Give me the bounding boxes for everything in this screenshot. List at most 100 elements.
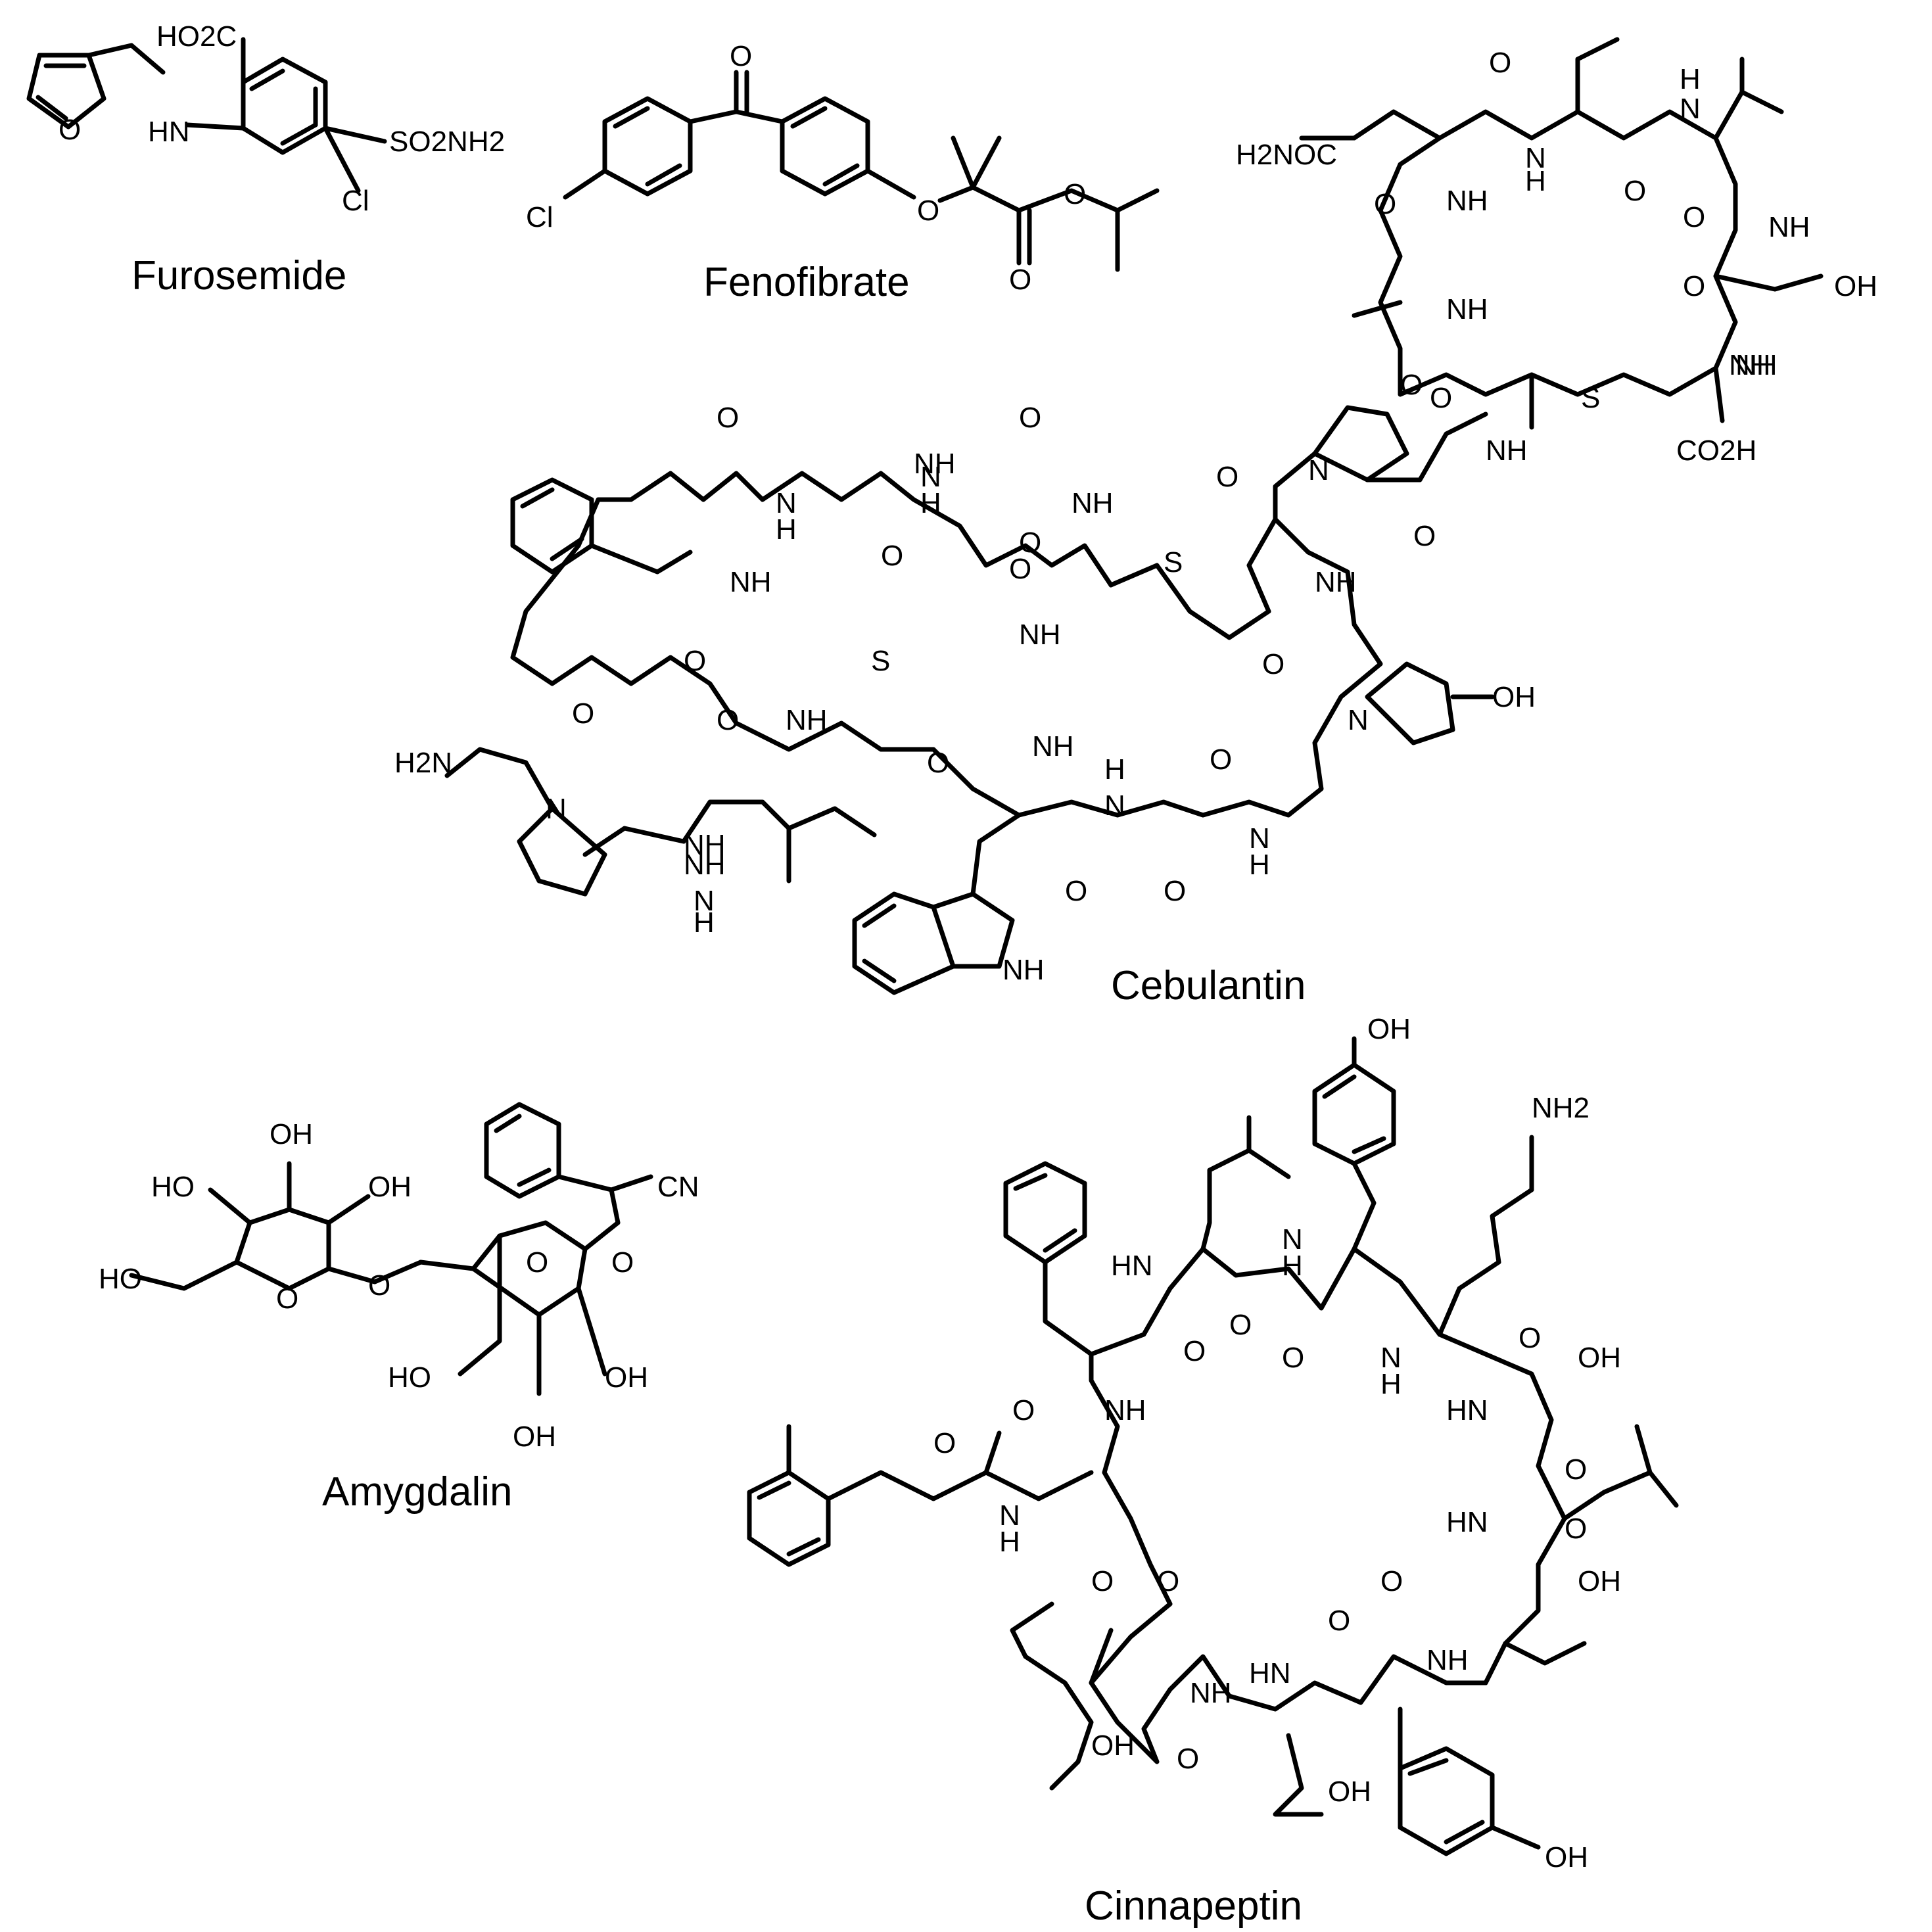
- amygdalin-structure: [129, 1102, 653, 1396]
- compound-caption-cebulantin: Cebulantin: [1111, 963, 1306, 1008]
- atom-label: O: [933, 1427, 956, 1459]
- atom-label: N: [1282, 1223, 1303, 1256]
- atom-label: HO: [99, 1263, 142, 1295]
- atom-label: O: [1328, 1605, 1350, 1637]
- atom-label: O: [1164, 875, 1186, 907]
- atom-label: N: [694, 885, 715, 917]
- atom-label: O: [1282, 1342, 1304, 1374]
- atom-label: OH: [513, 1421, 556, 1453]
- atom-label: H2N: [394, 747, 452, 779]
- atom-label: O: [1683, 270, 1705, 302]
- atom-label: N: [1104, 789, 1125, 822]
- atom-label: O: [1565, 1453, 1587, 1486]
- atom-label: N: [1348, 704, 1369, 736]
- atom-label: H: [1282, 1250, 1303, 1282]
- atom-label: NH: [786, 704, 828, 736]
- atom-label: O: [717, 704, 739, 736]
- atom-label: CO2H: [1676, 435, 1756, 467]
- atom-label: O: [881, 540, 903, 572]
- atom-label: O: [1012, 1394, 1035, 1426]
- atom-label: O: [684, 645, 706, 677]
- atom-label: O: [1009, 264, 1031, 296]
- atom-label: NH: [1032, 730, 1074, 763]
- atom-label: H: [776, 513, 797, 546]
- atom-label: O: [1019, 402, 1041, 434]
- atom-label: S: [1581, 382, 1600, 414]
- atom-label: NH: [1735, 349, 1778, 381]
- atom-label: OH: [1091, 1730, 1135, 1762]
- cebulantin-structure: [444, 37, 1824, 995]
- atom-label: O: [927, 747, 949, 779]
- furosemide-structure: [26, 37, 387, 193]
- atom-label: O: [1210, 743, 1232, 776]
- atom-label: O: [1009, 553, 1031, 585]
- atom-label: O: [1157, 1565, 1179, 1597]
- compound-caption-amygdalin: Amygdalin: [322, 1469, 512, 1515]
- atom-label: O: [1019, 527, 1041, 559]
- atom-label: O: [1683, 201, 1705, 233]
- atom-label: NH: [1426, 1644, 1469, 1676]
- atom-label: HO: [151, 1171, 195, 1203]
- fenofibrate-structure: [563, 70, 1160, 272]
- atom-label: NH: [1486, 435, 1528, 467]
- atom-label: NH: [1019, 619, 1061, 651]
- atom-label: OH: [1578, 1342, 1621, 1374]
- atom-label: NH: [1729, 349, 1771, 381]
- atom-label: HN: [1249, 1657, 1291, 1689]
- atom-label: S: [1164, 546, 1183, 578]
- atom-label: Cl: [342, 185, 369, 217]
- atom-label: O: [1624, 175, 1646, 207]
- atom-label: OH: [1545, 1841, 1588, 1873]
- atom-label: OH: [1367, 1013, 1411, 1045]
- atom-label: N: [1308, 454, 1329, 486]
- atom-label: N: [1525, 142, 1546, 174]
- atom-label: O: [1183, 1335, 1206, 1367]
- atom-label: N: [1680, 93, 1701, 125]
- atom-label: O: [1229, 1309, 1252, 1341]
- atom-label: O: [611, 1246, 634, 1279]
- atom-label: OH: [1578, 1565, 1621, 1597]
- atom-label: S: [871, 645, 890, 677]
- atom-label: NH: [730, 566, 772, 598]
- atom-label: NH: [1446, 293, 1488, 325]
- atom-label: HN: [148, 116, 190, 148]
- atom-label: OH: [1492, 681, 1536, 713]
- atom-label: H2NOC: [1236, 139, 1337, 171]
- atom-label: O: [1262, 648, 1284, 680]
- atom-label: NH: [1768, 211, 1810, 243]
- atom-label: N: [1380, 1342, 1402, 1374]
- atom-label: NH: [1104, 1394, 1146, 1426]
- atom-label: NH: [684, 849, 726, 881]
- atom-label: OH: [270, 1118, 313, 1150]
- atom-label: NH: [1446, 185, 1488, 217]
- atom-label: OH: [368, 1171, 412, 1203]
- atom-label: O: [1374, 188, 1396, 220]
- atom-label: H: [1249, 849, 1270, 881]
- atom-label: O: [717, 402, 739, 434]
- atom-label: O: [59, 114, 81, 146]
- atom-label: O: [1216, 461, 1238, 493]
- atom-label: NH2: [1532, 1092, 1590, 1124]
- atom-label: O: [1177, 1743, 1199, 1775]
- atom-label: H: [1525, 165, 1546, 197]
- atom-label: HO2C: [156, 20, 237, 53]
- atom-label: CN: [657, 1171, 699, 1203]
- atom-label: OH: [605, 1361, 648, 1394]
- atom-label: O: [276, 1283, 298, 1315]
- atom-label: H: [920, 487, 941, 519]
- atom-label: NH: [1002, 954, 1045, 986]
- atom-label: HN: [1446, 1394, 1488, 1426]
- atom-label: NH: [1072, 487, 1114, 519]
- atom-label: H: [999, 1526, 1020, 1558]
- atom-label: OH: [1328, 1776, 1371, 1808]
- atom-label: O: [572, 697, 594, 730]
- atom-label: NH: [684, 829, 726, 861]
- atom-label: HN: [1111, 1250, 1153, 1282]
- atom-label: H: [694, 907, 715, 939]
- atom-label: O: [1065, 875, 1087, 907]
- atom-label: H: [1680, 63, 1701, 95]
- atom-label: H: [1380, 1368, 1402, 1400]
- atom-label: H: [1104, 753, 1125, 786]
- atom-label: O: [368, 1269, 390, 1302]
